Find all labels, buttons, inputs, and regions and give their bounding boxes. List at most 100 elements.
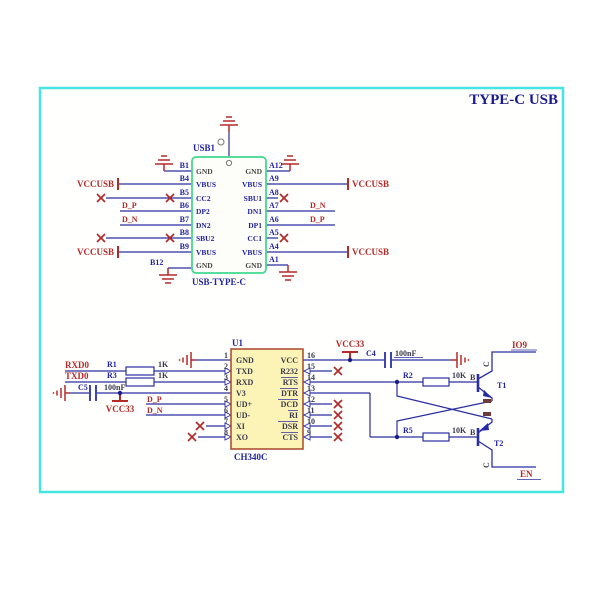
net-label-vcc33[interactable]: VCC33 [106,404,135,414]
chip-pin-number: 4 [224,384,228,393]
transistor-t2[interactable]: T2 C [476,419,536,468]
net-label-txd0[interactable]: TXD0 [65,371,89,381]
net-label-vcc33[interactable]: VCC33 [336,339,365,349]
pin-name: VBUS [242,180,262,189]
chip-pin-name: RI [289,411,298,420]
chip-pin-name: V3 [236,389,246,398]
chip-pin-name: RXD [236,378,254,387]
t1-emitter-arrow [483,390,492,398]
ref-r1: R1 [107,360,117,369]
chip-pin-number: 5 [224,395,228,404]
ch340c-circuit[interactable]: U1 CH340C GND TXD RXD V3 UD+ UD- XI XO 1… [51,338,541,480]
resistor-r1[interactable] [125,366,155,376]
junction-dot [394,434,400,440]
chip-pin-name: DTR [281,389,298,398]
t1-collector-label: C [482,361,491,367]
chip-pin-name: GND [236,356,254,365]
transistor-t1[interactable]: T1 C [476,351,536,401]
chip-pin-number: 15 [307,362,315,371]
chip-pin-name: XO [236,433,248,442]
resistor-r3[interactable] [125,377,155,387]
usb-right-wires [266,170,348,266]
net-label-vccusb[interactable]: VCCUSB [352,247,389,257]
value-c5: 100nF [104,383,125,392]
pin-name: GND [245,167,262,176]
junction-dot [117,390,123,396]
chip-pin-number: 10 [307,417,315,426]
ref-c5: C5 [78,383,88,392]
emitter-tag [483,412,491,416]
chip-pin-number: 12 [307,395,315,404]
pin-designator: A8 [269,188,279,197]
net-label-vccusb[interactable]: VCCUSB [352,179,389,189]
chip-pin-number: 16 [307,351,315,360]
value-r2: 10K [452,371,467,380]
chip-pin-number: 2 [224,362,228,371]
resistor-r2[interactable] [422,377,450,387]
vccusb-power-bars [117,178,349,258]
chip-pin-name: XI [236,422,245,431]
pin-designator: B12 [150,258,163,267]
capacitor-c5[interactable] [89,385,97,401]
pin-name: DN2 [196,221,211,230]
net-label-dn[interactable]: D_N [310,201,326,210]
resistor-r5[interactable] [422,432,450,442]
chip-pin-name: CTS [282,433,298,442]
chip-pin-number: 13 [307,384,315,393]
junction-dot [394,379,400,385]
pin-name: GND [196,167,213,176]
chip-pin-number: 8 [224,428,228,437]
emitter-tag [483,399,491,403]
value-c4: 100nF [395,349,416,358]
t2-collector-label: C [482,462,491,468]
net-label-io9[interactable]: IO9 [512,340,528,350]
capacitor-c4[interactable] [384,352,392,368]
chip-part-number: CH340C [234,452,268,462]
ref-r5: R5 [403,426,413,435]
pin-designator: B6 [180,201,189,210]
net-label-dn[interactable]: D_N [122,215,138,224]
pin-designator: B7 [180,215,189,224]
chip-pin-name: DSR [282,422,298,431]
net-label-vccusb[interactable]: VCCUSB [77,179,114,189]
sheet-title: TYPE-C USB [469,92,558,108]
net-label-en[interactable]: EN [520,469,533,479]
pin-designator: A7 [269,201,279,210]
t1-base-label: B [470,373,476,382]
chip-pin-number: 3 [224,373,228,382]
pin-name: CC1 [247,234,262,243]
chip-pin-number: 9 [307,428,311,437]
ref-r3: R3 [107,371,117,380]
pin-name: DP1 [248,221,262,230]
t2-refdes: T2 [494,439,503,448]
net-label-dn[interactable]: D_N [147,406,163,415]
pin-designator: A6 [269,215,279,224]
net-label-rxd0[interactable]: RXD0 [65,360,89,370]
cross-wires [396,382,493,437]
usb-connector[interactable]: USB1 USB-TYPE-C B1 GND GND A12 B4 VBUS V… [77,116,389,287]
usb-connector-body[interactable] [191,156,267,274]
chip-pin-number: 14 [307,373,315,382]
net-label-dp[interactable]: D_P [122,201,137,210]
net-label-vccusb[interactable]: VCCUSB [77,247,114,257]
usb-refdes: USB1 [193,143,216,153]
chip-pin-name: TXD [236,367,253,376]
pin-designator: B8 [180,228,189,237]
pin-designator: A9 [269,174,279,183]
active-low-overlines [278,377,298,433]
pin-name: CC2 [196,194,211,203]
chip-pin-name: RTS [283,378,299,387]
pin-designator: B9 [180,242,189,251]
pin-name: VBUS [242,248,262,257]
chip-refdes: U1 [232,338,243,348]
shield-pin-circle [225,159,233,167]
pin-name: GND [196,261,213,270]
pin-name: DN1 [247,207,262,216]
net-label-dp[interactable]: D_P [147,395,162,404]
vcc33-power-symbols [112,351,358,402]
pin-name: GND [245,261,262,270]
pin-name: VBUS [196,248,216,257]
net-label-dp[interactable]: D_P [310,215,325,224]
